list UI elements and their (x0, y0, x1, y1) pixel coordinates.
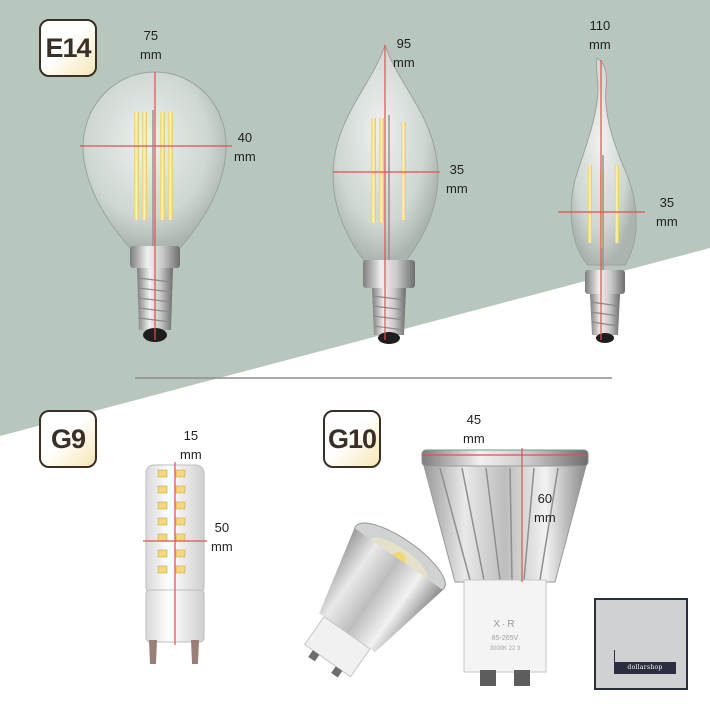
g10-brand-print: X·R (493, 619, 516, 630)
dim-e14-flame-height: 110 mm (589, 18, 611, 52)
badge-e14: E14 (39, 19, 97, 77)
logo-tick (614, 650, 615, 662)
dim-e14-flame-width: 35 mm (656, 195, 678, 229)
dim-e14-round-width: 40 mm (234, 130, 256, 164)
dollarshop-logo: dollarshop (594, 598, 688, 690)
e14-flame-bulb (570, 57, 637, 343)
dim-e14-candle-width: 35 mm (446, 162, 468, 196)
g10-spec-print: 3000K 22 3 (490, 646, 521, 652)
dim-g10-height: 60 mm (534, 491, 556, 525)
badge-g9: G9 (39, 410, 97, 468)
g10-voltage-print: 85-265V (492, 635, 519, 642)
dim-e14-round-height: 75 mm (140, 28, 162, 62)
dim-g10-width: 45 mm (463, 412, 485, 446)
dim-g9-height: 50 mm (211, 520, 233, 554)
logo-text: dollarshop (614, 662, 676, 674)
g10-spot-upright: X·R 85-265V 3000K 22 3 (421, 449, 589, 686)
badge-g10: G10 (323, 410, 381, 468)
dim-g9-width: 15 mm (180, 428, 202, 462)
g10-spot-tilted (303, 522, 446, 678)
dim-e14-candle-height: 95 mm (393, 36, 415, 70)
